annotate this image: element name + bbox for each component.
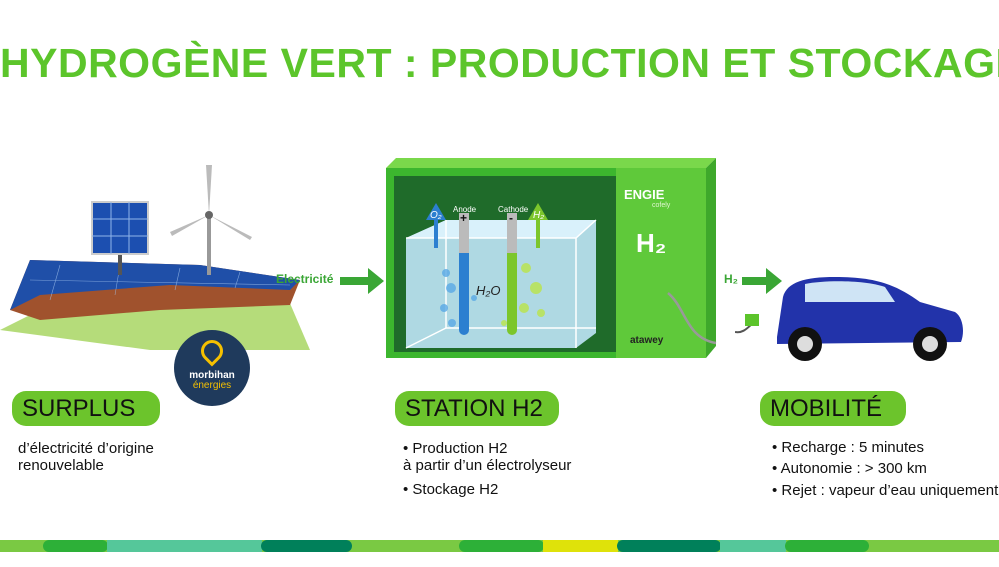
o2-label: O₂ bbox=[430, 210, 442, 221]
bar-segment bbox=[785, 540, 869, 552]
bar-segment bbox=[43, 540, 108, 552]
solar-panel-icon bbox=[91, 201, 149, 255]
page-title: HYDROGÈNE VERT : PRODUCTION ET STOCKAGE bbox=[0, 40, 999, 86]
solar-building-illustration bbox=[0, 165, 310, 350]
bar-segment bbox=[107, 540, 262, 552]
atawey-logo: atawey bbox=[630, 335, 664, 346]
surplus-line-2: renouvelable bbox=[18, 457, 104, 474]
bar-segment bbox=[543, 540, 618, 552]
bar-segment bbox=[720, 540, 786, 552]
fuel-nozzle-icon bbox=[745, 314, 759, 326]
station-line-3: • Stockage H2 bbox=[403, 481, 499, 498]
tank-h2-label: H₂ bbox=[636, 228, 667, 258]
arrow-right-icon bbox=[742, 268, 782, 294]
o2-arrow-icon bbox=[426, 203, 446, 248]
station-line-2: à partir d’un électrolyseur bbox=[403, 457, 572, 474]
bar-segment bbox=[617, 540, 721, 552]
logo-line1: morbihan bbox=[189, 370, 235, 381]
surplus-line-1: d’électricité d’origine bbox=[18, 440, 154, 457]
engie-logo: ENGIE bbox=[624, 187, 665, 202]
h2-bubble-label: H₂ bbox=[533, 210, 545, 221]
bar-segment bbox=[459, 540, 544, 552]
h2-arrow-icon bbox=[528, 203, 548, 248]
heading-surplus: SURPLUS bbox=[12, 391, 160, 426]
pin-icon bbox=[196, 335, 228, 367]
cathode-label: Cathode bbox=[498, 205, 529, 214]
anode-label: Anode bbox=[453, 205, 477, 214]
water-label: H₂O bbox=[476, 283, 501, 298]
plus-sign: + bbox=[460, 211, 468, 225]
heading-mobilite: MOBILITÉ bbox=[760, 391, 906, 426]
h2-flow-label: H₂ bbox=[724, 272, 738, 286]
mobilite-line-1: • Recharge : 5 minutes bbox=[772, 439, 924, 456]
arrow-right-icon bbox=[340, 268, 384, 294]
heading-station-h2: STATION H2 bbox=[395, 391, 559, 426]
hydrogen-car-illustration bbox=[735, 277, 963, 361]
station-line-1: • Production H2 bbox=[403, 440, 508, 457]
morbihan-energies-logo: morbihan énergies bbox=[174, 330, 250, 406]
logo-line2: énergies bbox=[192, 380, 232, 391]
electrolyser-station-illustration bbox=[386, 158, 717, 358]
mobilite-line-3: • Rejet : vapeur d’eau uniquement bbox=[772, 482, 999, 499]
minus-sign: - bbox=[509, 211, 513, 225]
bar-segment bbox=[261, 540, 352, 552]
electricity-label: Electricité bbox=[276, 272, 334, 286]
mobilite-line-2: • Autonomie : > 300 km bbox=[772, 460, 927, 477]
wind-turbine-icon bbox=[170, 165, 252, 275]
engie-sub: cofely bbox=[652, 202, 671, 209]
